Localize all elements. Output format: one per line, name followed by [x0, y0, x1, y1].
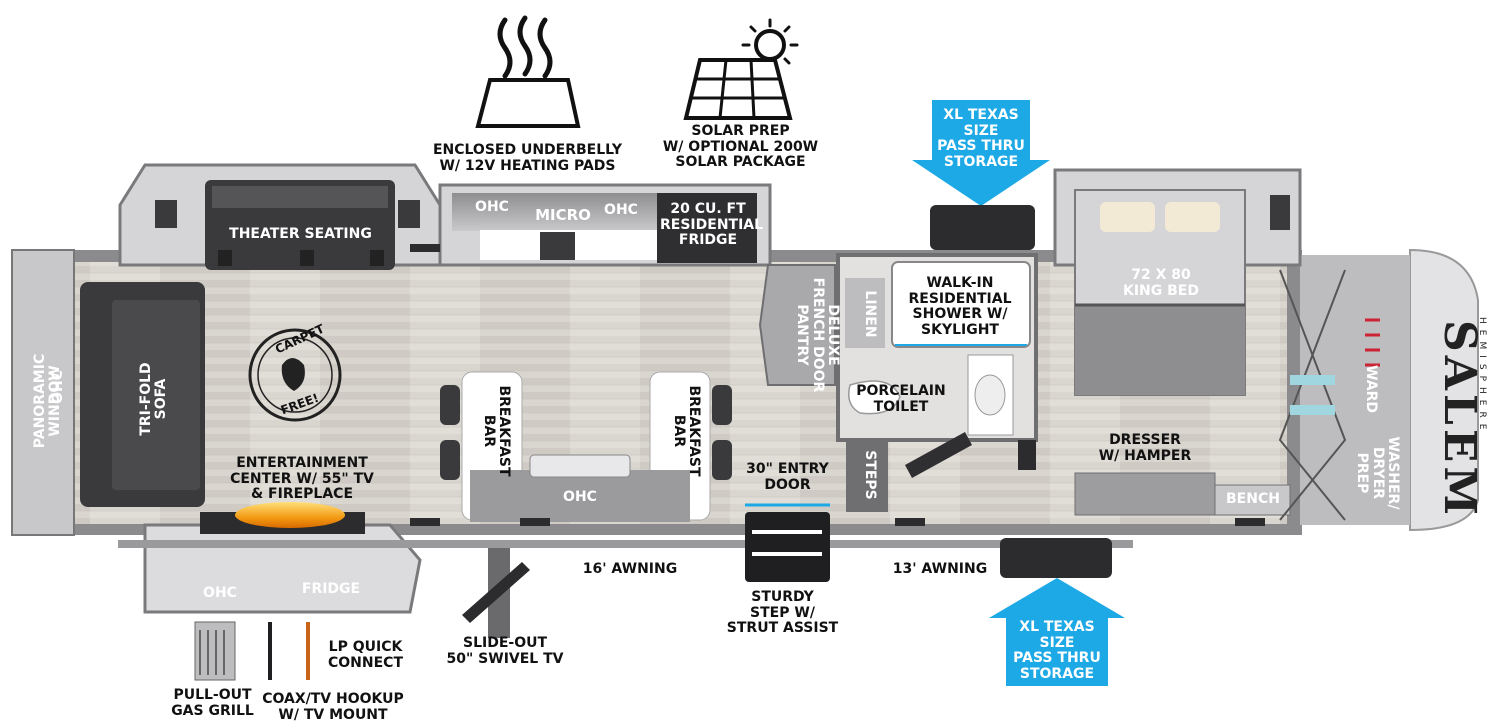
king-bed — [1074, 189, 1246, 396]
toilet-label: PORCELAIN TOILET — [856, 383, 946, 415]
awning-13-label: 13' AWNING — [892, 561, 988, 577]
entry-door-label: 30" ENTRY DOOR — [746, 461, 829, 493]
heated-underbelly-icon — [475, 15, 581, 128]
washer-dryer-label: WASHER/ DRYER PREP — [1354, 436, 1401, 510]
xl-storage-top-label: XL TEXAS SIZE PASS THRU STORAGE — [937, 107, 1025, 171]
entertainment-label: ENTERTAINMENT CENTER W/ 55" TV & FIREPLA… — [230, 455, 374, 503]
panoramic-window-label: PANORAMIC WINDOW — [32, 353, 64, 449]
sturdy-step — [745, 512, 830, 582]
sofa-label: TRI-FOLD SOFA — [138, 362, 170, 436]
brand-sub-logo: HEMISPHERE — [1477, 317, 1487, 436]
wardrobe — [1278, 269, 1380, 521]
ohc-outdoor-label: OHC — [203, 585, 237, 601]
lp-quick-connect-label: LP QUICK CONNECT — [328, 639, 403, 671]
kitchen-island — [470, 454, 690, 522]
steps — [846, 440, 888, 512]
steps-label: STEPS — [862, 450, 878, 500]
pantry-label: DELUXE FRENCH DOOR PANTRY — [794, 277, 841, 393]
pantry — [758, 264, 836, 386]
solar-label: SOLAR PREP W/ OPTIONAL 200W SOLAR PACKAG… — [662, 123, 819, 171]
fridge-outdoor-label: FRIDGE — [301, 581, 361, 597]
fireplace — [200, 502, 365, 534]
ohc-kitchen-left-label: OHC — [475, 199, 509, 215]
window — [410, 244, 440, 252]
slideout-tv-label: SLIDE-OUT 50" SWIVEL TV — [446, 635, 564, 667]
porcelain-toilet — [848, 380, 901, 415]
window — [1235, 518, 1265, 526]
sturdy-step-label: STURDY STEP W/ STRUT ASSIST — [726, 589, 839, 637]
window — [155, 200, 177, 228]
storage-hatch-bottom — [1000, 538, 1112, 578]
grill-label: PULL-OUT GAS GRILL — [171, 687, 254, 719]
ohc-front-label: OHC — [50, 370, 66, 404]
pull-out-gas-grill — [194, 621, 236, 681]
solar-panel-sun-icon — [683, 18, 799, 120]
dresser — [1074, 472, 1216, 516]
xl-storage-callout-top — [912, 100, 1050, 206]
linen-label: LINEN — [862, 290, 878, 338]
ohc-island-label: OHC — [563, 489, 597, 505]
micro-label: MICRO — [535, 206, 591, 224]
xl-storage-callout-bottom — [989, 578, 1125, 686]
breakfast-bar-right-label: BREAKFAST BAR — [670, 385, 702, 477]
theater-seating — [205, 180, 395, 270]
storage-hatch-top — [930, 205, 1035, 250]
coax-label: COAX/TV HOOKUP W/ TV MOUNT — [262, 691, 404, 723]
shower-label: WALK-IN RESIDENTIAL SHOWER W/ SKYLIGHT — [908, 275, 1012, 339]
bench-label: BENCH — [1226, 491, 1280, 507]
bathroom-door — [905, 432, 972, 478]
residential-fridge-label: 20 CU. FT RESIDENTIAL FRIDGE — [660, 201, 764, 249]
dresser-label: DRESSER W/ HAMPER — [1098, 432, 1192, 464]
tri-fold-sofa — [80, 282, 205, 507]
king-bed-label: 72 X 80 KING BED — [1123, 267, 1199, 299]
slide-out-tv — [462, 548, 530, 638]
window — [410, 518, 440, 526]
underbelly-label: ENCLOSED UNDERBELLY W/ 12V HEATING PADS — [432, 142, 623, 174]
kitchen-slide — [452, 193, 757, 263]
ohc-kitchen-right-label: OHC — [604, 202, 638, 218]
breakfast-bar-left-label: BREAKFAST BAR — [480, 385, 512, 477]
window — [398, 200, 420, 228]
window — [895, 518, 925, 526]
theater-seating-label: THEATER SEATING — [229, 226, 372, 242]
xl-storage-bottom-label: XL TEXAS SIZE PASS THRU STORAGE — [1013, 619, 1101, 683]
ward-label: WARD — [1363, 364, 1379, 414]
carpet-free-stamp — [248, 328, 342, 422]
window — [520, 518, 550, 526]
awning-16-label: 16' AWNING — [582, 561, 678, 577]
window — [1270, 195, 1290, 230]
bench — [1214, 484, 1291, 516]
